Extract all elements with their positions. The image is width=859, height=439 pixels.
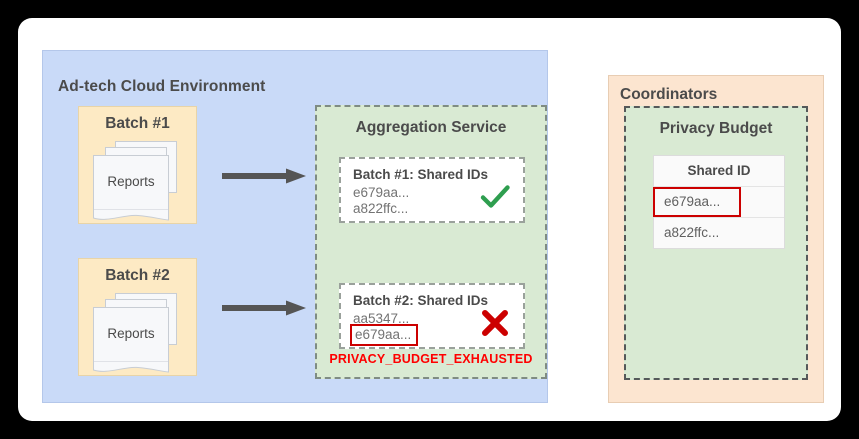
batch-1-shared-ids-card: Batch #1: Shared IDs e679aa... a822ffc..… — [339, 157, 525, 223]
cross-icon — [482, 310, 508, 336]
table-row: e679aa... — [653, 187, 784, 218]
batch-1-report-label: Reports — [107, 174, 155, 189]
privacy-budget-error-message: PRIVACY_BUDGET_EXHAUSTED — [329, 352, 533, 366]
report-document-front: Reports — [93, 155, 169, 211]
coordinators-panel-title: Coordinators — [620, 86, 718, 103]
privacy-budget-table: Shared ID e679aa... a822ffc... — [653, 155, 785, 249]
aggregation-service-box: Aggregation Service Batch #1: Shared IDs… — [315, 105, 547, 379]
batch-1-box: Batch #1 Reports — [78, 106, 197, 224]
batch-2-report-label: Reports — [107, 326, 155, 341]
arrow-batch1-to-aggregation-icon — [222, 168, 306, 184]
column-header-shared-id: Shared ID — [687, 163, 751, 178]
shared-id-cell-highlighted: e679aa... — [653, 187, 741, 217]
batch-2-shared-id-2-highlighted: e679aa... — [350, 324, 419, 346]
arrow-batch2-to-aggregation-icon — [222, 300, 306, 316]
batch-1-shared-id-1: e679aa... — [353, 185, 410, 200]
report-page-curl-icon — [93, 209, 169, 221]
batch-2-box: Batch #2 Reports — [78, 258, 197, 376]
batch-2-shared-ids-card: Batch #2: Shared IDs aa5347... e679aa... — [339, 283, 525, 349]
privacy-budget-title: Privacy Budget — [659, 120, 773, 137]
batch-1-shared-id-2: a822ffc... — [353, 201, 409, 216]
aggregation-service-title: Aggregation Service — [355, 119, 507, 136]
batch-1-title: Batch #1 — [105, 115, 170, 132]
batch-1-report-stack: Reports — [93, 141, 187, 221]
batch-1-shared-ids-heading: Batch #1: Shared IDs — [353, 167, 489, 182]
report-page-curl-icon — [93, 361, 169, 373]
diagram-canvas: Ad-tech Cloud Environment Batch #1 Repor… — [18, 18, 841, 421]
batch-2-shared-ids-heading: Batch #2: Shared IDs — [353, 293, 489, 308]
privacy-budget-box: Privacy Budget Shared ID e679aa... a822f… — [624, 106, 808, 380]
batch-2-shared-id-1: aa5347... — [353, 311, 410, 326]
adtech-panel-title: Ad-tech Cloud Environment — [58, 78, 266, 95]
shared-id-cell: a822ffc... — [664, 225, 720, 240]
report-document-front: Reports — [93, 307, 169, 363]
checkmark-icon — [480, 185, 510, 208]
table-row: a822ffc... — [654, 218, 784, 248]
batch-2-report-stack: Reports — [93, 293, 187, 373]
batch-2-title: Batch #2 — [105, 267, 170, 284]
table-header-row: Shared ID — [654, 156, 784, 187]
